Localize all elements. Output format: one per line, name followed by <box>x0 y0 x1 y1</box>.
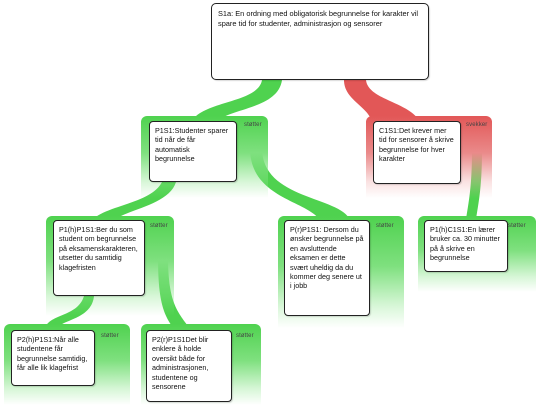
root-claim-text: S1a: En ordning med obligatorisk begrunn… <box>218 9 419 28</box>
relation-tag: støtter <box>508 223 526 229</box>
argument-text: C1S1:Det krever mer tid for sensorer å s… <box>379 126 454 164</box>
relation-tag: støtter <box>150 223 168 229</box>
relation-tag: støtter <box>101 333 119 339</box>
argument-node-p1hp1s1[interactable]: P1(h)P1S1:Ber du som student om begrunne… <box>53 220 145 296</box>
argument-node-c1s1[interactable]: C1S1:Det krever mer tid for sensorer å s… <box>373 121 461 184</box>
argument-node-p1s1[interactable]: P1S1:Studenter sparer tid når de får aut… <box>149 121 237 182</box>
relation-tag: støtter <box>244 122 262 128</box>
argument-text: P1S1:Studenter sparer tid når de får aut… <box>155 126 229 164</box>
argument-node-p2rp1s1[interactable]: P2(r)P1S1Det blir enklere å holde oversi… <box>146 330 232 402</box>
relation-tag: svekker <box>466 122 488 128</box>
argument-text: P2(h)P1S1:Når alle studentene får begrun… <box>17 335 88 373</box>
argument-node-prp1s1[interactable]: P(r)P1S1: Dersom du ønsker begrunnelse p… <box>284 220 370 316</box>
relation-tag: støtter <box>376 223 394 229</box>
attack-connector <box>344 80 420 122</box>
argument-node-p2hp1s1[interactable]: P2(h)P1S1:Når alle studentene får begrun… <box>11 330 95 386</box>
root-claim[interactable]: S1a: En ordning med obligatorisk begrunn… <box>211 3 429 80</box>
argument-text: P1(h)P1S1:Ber du som student om begrunne… <box>59 225 138 272</box>
argument-text: P2(r)P1S1Det blir enklere å holde oversi… <box>152 335 209 392</box>
argument-text: P(r)P1S1: Dersom du ønsker begrunnelse p… <box>290 225 364 291</box>
support-connector <box>190 80 282 124</box>
argument-node-p1hc1s1[interactable]: P1(h)C1S1:En lærer bruker ca. 30 minutte… <box>424 220 508 272</box>
argument-text: P1(h)C1S1:En lærer bruker ca. 30 minutte… <box>430 225 500 263</box>
relation-tag: støtter <box>236 333 254 339</box>
